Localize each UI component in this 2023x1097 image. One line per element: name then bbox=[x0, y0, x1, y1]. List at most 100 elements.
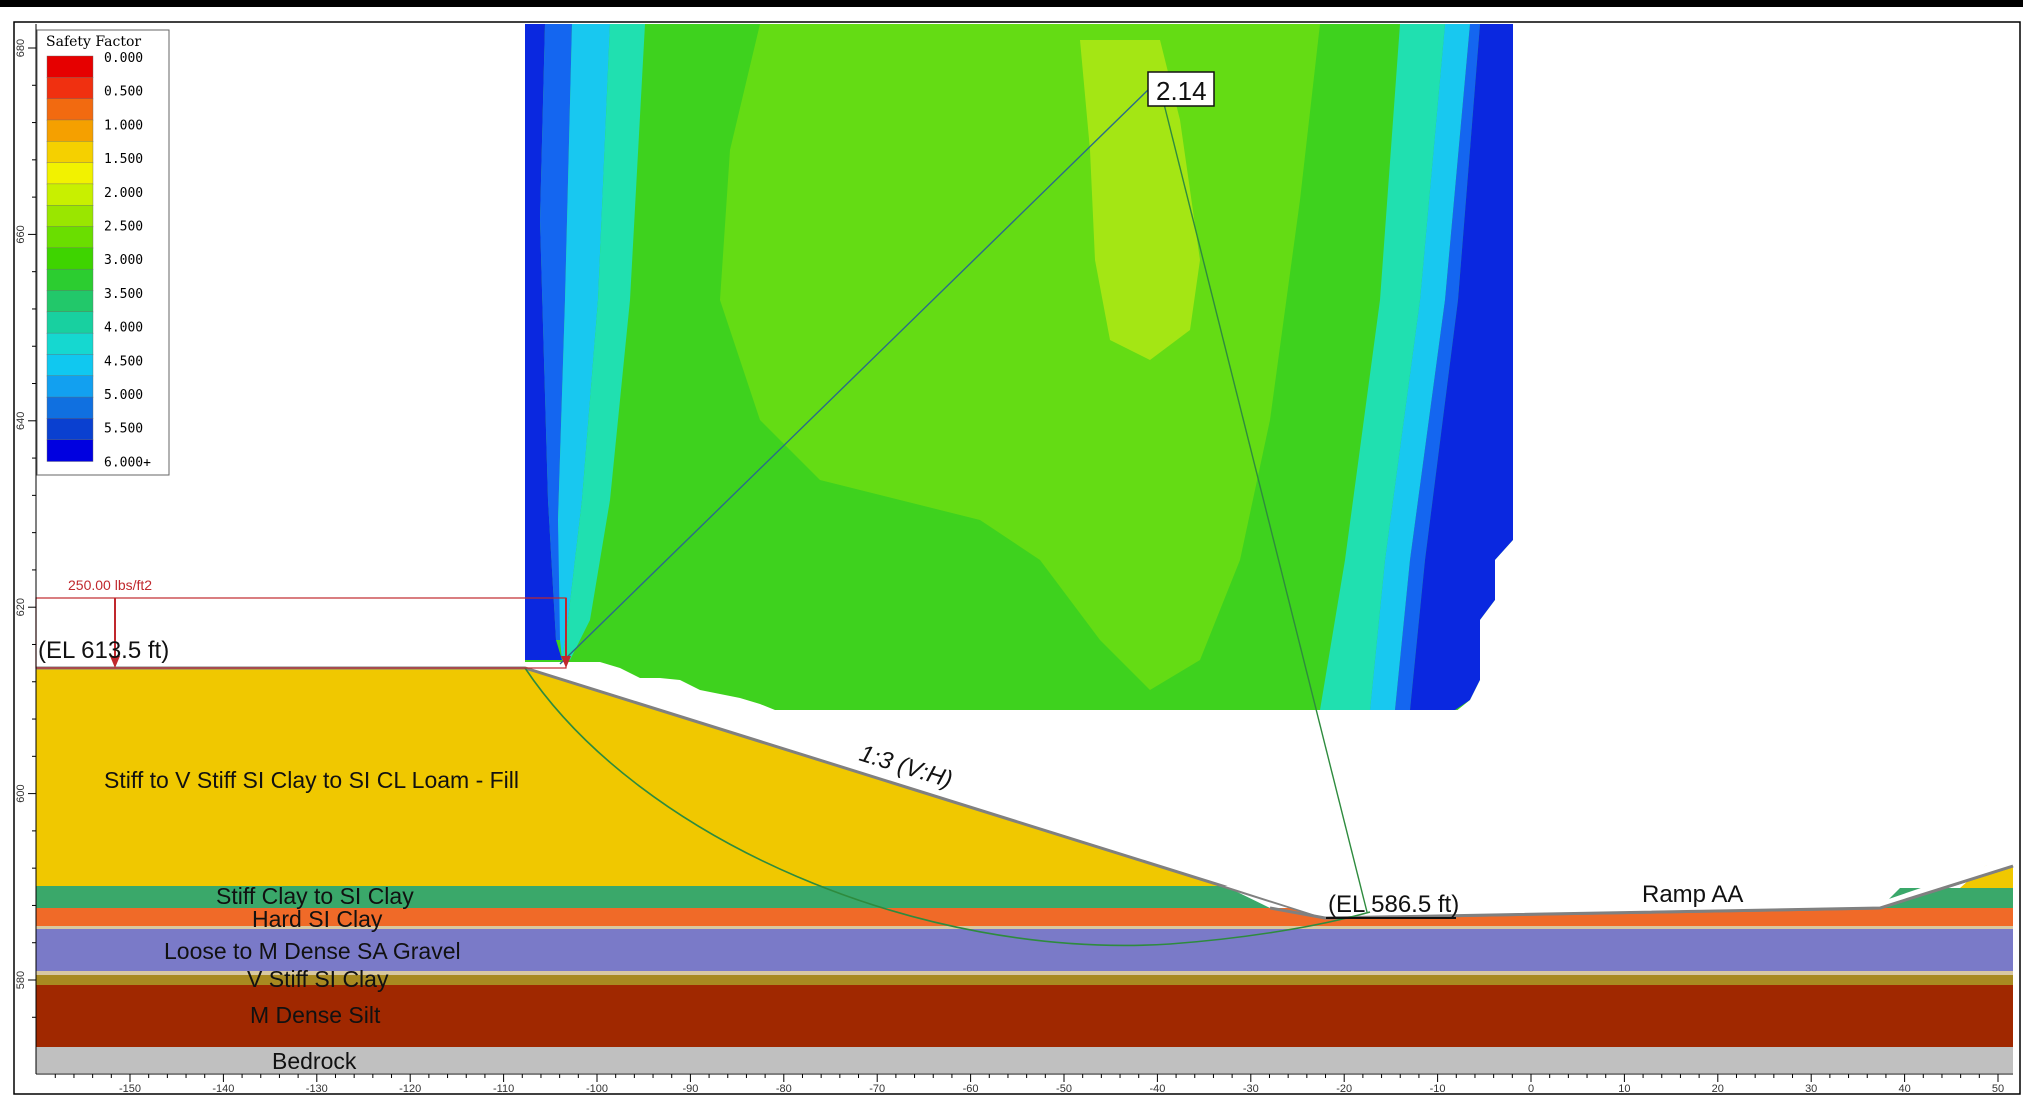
legend-values: 0.000 0.500 1.000 1.500 2.000 2.500 3.000 3.500… bbox=[104, 51, 151, 470]
legend-value: 5.000 bbox=[104, 388, 143, 403]
ground-surface-ramp bbox=[1269, 864, 2014, 920]
legend-swatch bbox=[46, 268, 94, 292]
ramp-label: Ramp AA bbox=[1642, 881, 1743, 908]
legend-swatch bbox=[46, 183, 94, 206]
legend-swatch bbox=[46, 290, 94, 313]
x-tick-label: -10 bbox=[1430, 1083, 1446, 1095]
y-tick-label: 660 bbox=[15, 225, 27, 243]
y-tick-label: 580 bbox=[15, 971, 27, 989]
legend-value: 6.000+ bbox=[104, 455, 151, 470]
x-tick-label: -120 bbox=[399, 1083, 421, 1095]
x-tick-label: 0 bbox=[1528, 1083, 1534, 1095]
contour-left-blue bbox=[525, 24, 562, 660]
x-tick-label: -100 bbox=[586, 1083, 608, 1095]
y-tick-label: 600 bbox=[15, 784, 27, 802]
contour-left-midblue bbox=[540, 24, 572, 640]
legend-value: 4.000 bbox=[104, 321, 143, 336]
legend-swatch bbox=[46, 375, 94, 398]
x-tick-label: -140 bbox=[212, 1083, 234, 1095]
contour-right-cutout bbox=[1455, 540, 1513, 712]
contour-right-cyan bbox=[1370, 24, 1470, 710]
top-border bbox=[0, 0, 2023, 7]
legend-value: 0.500 bbox=[104, 85, 143, 100]
legend-swatch bbox=[46, 77, 94, 100]
legend-value: 5.500 bbox=[104, 422, 143, 437]
min-fs-value: 2.14 bbox=[1156, 76, 1207, 106]
layer-label-bedrock: Bedrock bbox=[272, 1048, 357, 1074]
y-tick-label: 620 bbox=[15, 598, 27, 616]
legend-value: 2.500 bbox=[104, 220, 143, 235]
legend-swatch bbox=[46, 354, 94, 377]
legend-value: 1.500 bbox=[104, 152, 143, 167]
slip-circle bbox=[524, 667, 1371, 947]
x-tick-label: -30 bbox=[1243, 1083, 1259, 1095]
x-tick-label: -90 bbox=[682, 1083, 698, 1095]
legend-value: 2.000 bbox=[104, 186, 143, 201]
legend-swatch bbox=[46, 332, 94, 356]
contour-right-teal bbox=[1320, 24, 1445, 710]
x-tick-label: 40 bbox=[1898, 1083, 1910, 1095]
x-tick-label: -70 bbox=[869, 1083, 885, 1095]
legend-title: Safety Factor bbox=[46, 34, 141, 50]
x-tick-label: -80 bbox=[776, 1083, 792, 1095]
load-arrowhead-right bbox=[561, 656, 571, 668]
x-tick-label: -60 bbox=[963, 1083, 979, 1095]
legend-swatch bbox=[46, 55, 94, 79]
legend-swatch bbox=[46, 418, 94, 441]
legend-swatches bbox=[46, 55, 94, 462]
y-tick-label: 680 bbox=[15, 39, 27, 57]
x-tick-label: -20 bbox=[1336, 1083, 1352, 1095]
x-tick-label: -50 bbox=[1056, 1083, 1072, 1095]
legend-swatch bbox=[46, 439, 94, 462]
layer-purple-shape bbox=[36, 929, 2013, 973]
layer-label-gravel: Loose to M Dense SA Gravel bbox=[164, 938, 461, 964]
layer-label-stiff-clay: Stiff Clay to SI Clay bbox=[216, 883, 414, 909]
legend-value: 0.000 bbox=[104, 51, 143, 66]
contour-left-cyan bbox=[558, 24, 610, 660]
safety-factor-contours bbox=[525, 24, 1513, 712]
contour-right-midblue bbox=[1395, 24, 1480, 710]
ramp-sky bbox=[1225, 860, 2013, 918]
contour-yellow-green bbox=[1080, 40, 1200, 360]
legend-swatch bbox=[46, 162, 94, 185]
layer-fill-shape bbox=[36, 668, 1225, 886]
x-tick-label: -40 bbox=[1149, 1083, 1165, 1095]
y-tick-label: 640 bbox=[15, 412, 27, 430]
load-arrowhead-left bbox=[110, 656, 120, 668]
x-tick-label: 10 bbox=[1618, 1083, 1630, 1095]
x-axis-ticks: -150-140-130-120-110-100-90-80-70-60-50-… bbox=[54, 1074, 2004, 1095]
y-axis-ticks: 680 660 640 620 600 580 bbox=[15, 39, 36, 1018]
legend-swatch bbox=[46, 205, 94, 228]
contour-left-teal bbox=[562, 24, 645, 660]
legend-value: 3.500 bbox=[104, 287, 143, 302]
legend-value: 1.000 bbox=[104, 118, 143, 133]
legend-swatch bbox=[46, 119, 94, 142]
x-tick-label: -130 bbox=[306, 1083, 328, 1095]
slip-radius-right bbox=[1162, 99, 1368, 913]
layer-label-fill: Stiff to V Stiff SI Clay to SI CL Loam -… bbox=[104, 767, 519, 793]
legend-swatch bbox=[46, 311, 94, 334]
layer-orange-sep bbox=[36, 926, 2013, 929]
legend-value: 4.500 bbox=[104, 354, 143, 369]
layer-label-silt: M Dense Silt bbox=[250, 1002, 381, 1028]
load-label: 250.00 lbs/ft2 bbox=[68, 577, 152, 593]
legend-swatch bbox=[46, 226, 94, 249]
soil-profile bbox=[36, 666, 2014, 1073]
x-tick-label: 20 bbox=[1712, 1083, 1724, 1095]
legend-value: 3.000 bbox=[104, 253, 143, 268]
x-tick-label: 50 bbox=[1992, 1083, 2004, 1095]
legend-swatch bbox=[46, 396, 94, 420]
crest-elevation-label: (EL 613.5 ft) bbox=[38, 637, 169, 664]
legend-swatch bbox=[46, 141, 94, 164]
layer-label-hard-clay: Hard SI Clay bbox=[252, 906, 383, 932]
layer-olive-shape bbox=[36, 975, 2013, 985]
min-fs-box bbox=[1147, 71, 1215, 107]
slip-radius-left bbox=[559, 87, 1151, 665]
layer-label-vstiff-clay: V Stiff SI Clay bbox=[247, 966, 389, 992]
legend-swatch bbox=[46, 247, 94, 270]
legend-swatch bbox=[46, 98, 94, 121]
safety-factor-legend: Safety Factor 0.000 0.500 1.000 1.500 2.000 2… bbox=[36, 29, 170, 476]
x-tick-label: -150 bbox=[119, 1083, 141, 1095]
